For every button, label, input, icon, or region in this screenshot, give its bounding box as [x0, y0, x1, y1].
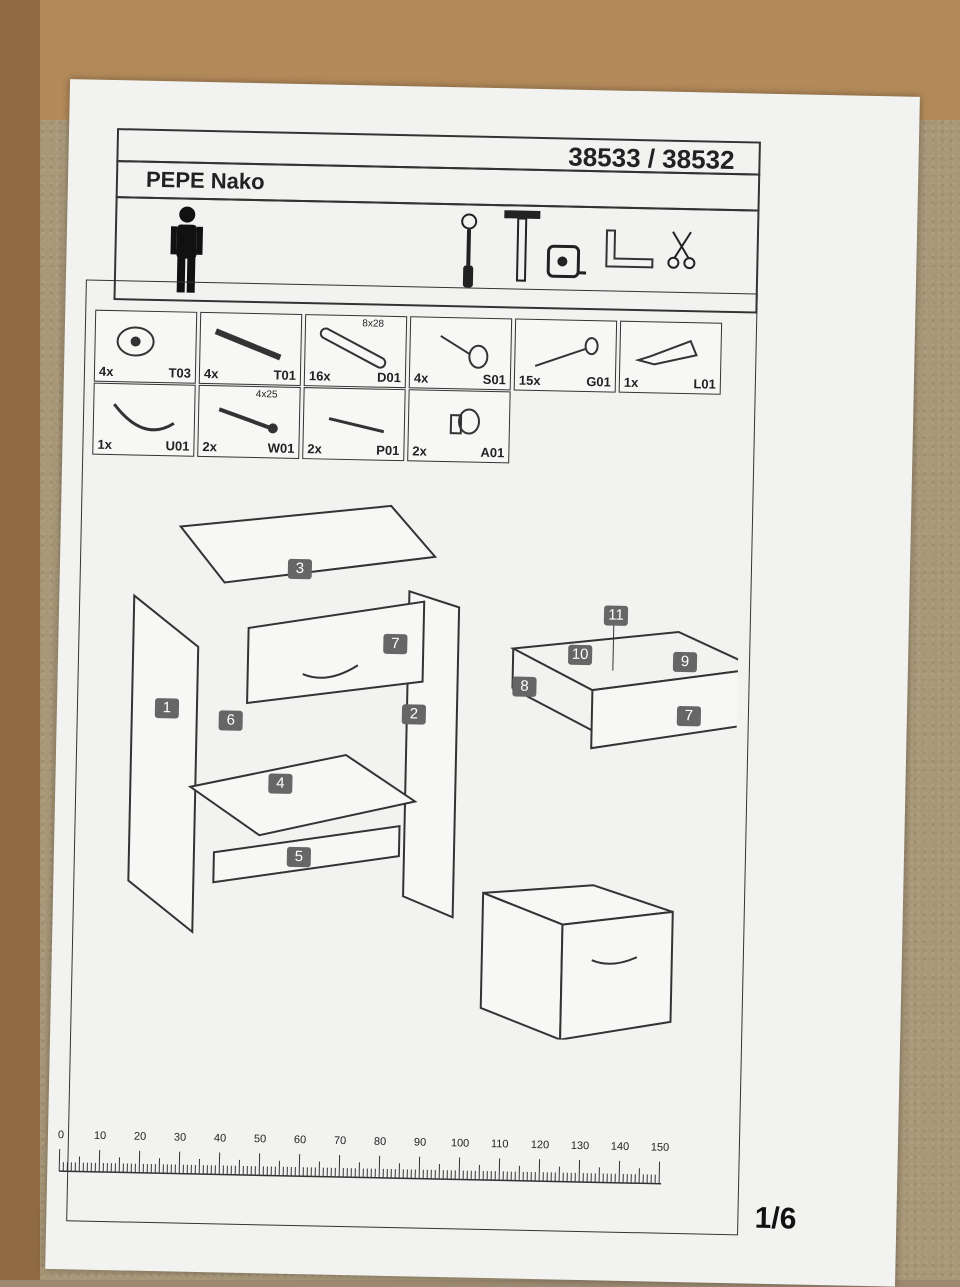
part-u01: 1x U01 — [92, 383, 195, 457]
exploded-view-drawing — [50, 469, 742, 1043]
ruler-label: 120 — [531, 1139, 550, 1151]
ruler-label: 110 — [491, 1138, 509, 1150]
tape-measure-icon — [546, 242, 587, 283]
panel-label-11: 11 — [604, 605, 628, 625]
ruler-label: 10 — [94, 1130, 106, 1142]
panel-label-5: 5 — [287, 847, 311, 867]
panel-label-1: 1 — [155, 698, 179, 718]
ruler-label: 130 — [571, 1140, 590, 1152]
pin-icon — [314, 396, 395, 443]
ruler-label: 50 — [254, 1133, 266, 1145]
panel-label-3: 3 — [288, 559, 312, 579]
ruler-label: 30 — [174, 1132, 186, 1144]
box-flap-left — [0, 0, 40, 1280]
square-ruler-icon — [604, 228, 655, 269]
screw-icon — [209, 394, 290, 441]
part-w01: 4x25 2x W01 — [197, 385, 300, 459]
part-a01: 2x A01 — [407, 389, 510, 463]
part-s01: 4x S01 — [409, 316, 512, 390]
glue-tube-icon — [630, 330, 711, 377]
panel-label-7: 7 — [383, 634, 407, 654]
panel-label-9: 9 — [673, 652, 697, 672]
product-name: PEPE Nako — [146, 167, 265, 195]
ruler-label: 150 — [651, 1141, 670, 1153]
hammer-icon — [501, 206, 543, 287]
ruler-label: 0 — [58, 1129, 64, 1141]
screwdriver-icon — [456, 213, 482, 293]
measurement-ruler: 0 10 20 30 40 50 60 70 80 90 100 110 120… — [57, 1129, 698, 1212]
part-p01: 2x P01 — [302, 387, 405, 461]
ruler-label: 70 — [334, 1135, 346, 1147]
instruction-sheet: 38533 / 38532 PEPE Nako — [45, 79, 920, 1287]
cam-lock-icon — [105, 319, 166, 365]
panel-label-10: 10 — [568, 645, 592, 665]
panel-label-4: 4 — [268, 773, 292, 793]
panel-label-2: 2 — [402, 704, 426, 724]
part-t03: 4x T03 — [94, 310, 197, 384]
part-t01: 4x T01 — [199, 312, 302, 386]
panel-label-7-drawer: 7 — [677, 706, 701, 726]
part-g01: 15x G01 — [514, 318, 617, 392]
handle-icon — [104, 392, 185, 439]
ruler-label: 60 — [294, 1134, 306, 1146]
nail-icon — [525, 328, 606, 375]
cam-bolt-icon — [210, 321, 291, 368]
shelf-pin-icon — [420, 326, 501, 373]
ruler-label: 90 — [414, 1137, 426, 1149]
panel-label-6: 6 — [218, 710, 242, 730]
part-d01: 8x28 16x D01 — [304, 314, 407, 388]
knob-icon — [419, 398, 500, 445]
ruler-label: 140 — [611, 1141, 630, 1153]
page-number: 1/6 — [754, 1202, 796, 1237]
ruler-label: 80 — [374, 1136, 386, 1148]
scissors-icon — [666, 230, 697, 271]
panel-label-8: 8 — [512, 676, 536, 696]
ruler-label: 100 — [451, 1137, 470, 1149]
ruler-label: 40 — [214, 1132, 226, 1144]
dowel-icon — [315, 323, 396, 370]
ruler-label: 20 — [134, 1131, 146, 1143]
part-l01: 1x L01 — [619, 321, 722, 395]
